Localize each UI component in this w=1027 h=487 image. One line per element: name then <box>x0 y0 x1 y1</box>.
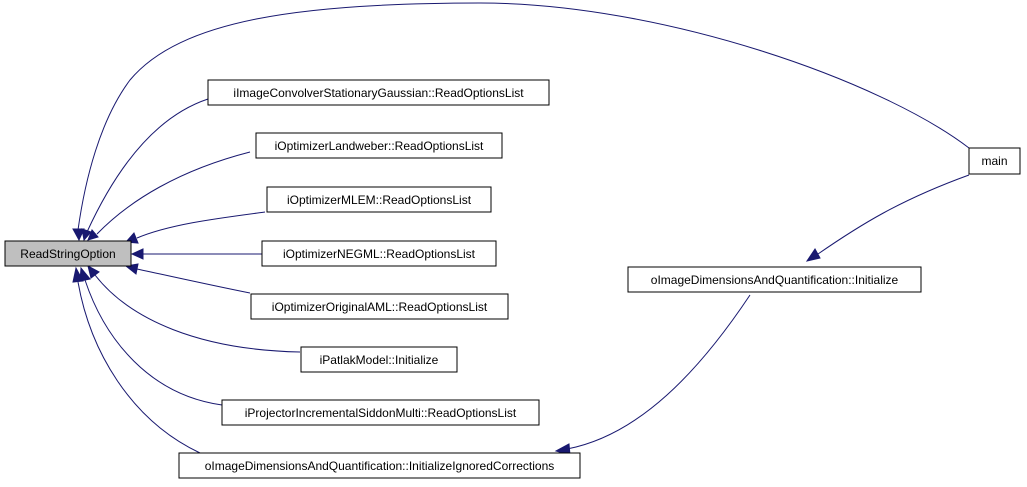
node-label: main <box>981 154 1007 168</box>
edge-n7-to-readstringoption <box>84 279 223 406</box>
edge-main-to-readstringoption <box>77 2 970 231</box>
node-label: iImageConvolverStationaryGaussian::ReadO… <box>233 86 524 100</box>
edge-n2-to-readstringoption <box>96 151 251 235</box>
edge-n8-to-readstringoption <box>77 281 201 454</box>
node-ioptimizerlandweber-readoptionslist[interactable]: iOptimizerLandweber::ReadOptionsList <box>255 132 503 159</box>
arrowhead <box>805 248 821 262</box>
arrowhead <box>81 228 92 242</box>
edge-n9-to-n8 <box>566 294 751 450</box>
node-label: iProjectorIncrementalSiddonMulti::ReadOp… <box>245 406 517 420</box>
arrowhead <box>87 265 100 279</box>
node-main[interactable]: main <box>968 147 1021 175</box>
node-label: oImageDimensionsAndQuantification::Initi… <box>205 459 555 473</box>
node-label: iOptimizerNEGML::ReadOptionsList <box>283 247 476 261</box>
graph-edges <box>72 2 970 456</box>
arrowhead <box>87 229 99 241</box>
node-label: iOptimizerOriginalAML::ReadOptionsList <box>272 300 488 314</box>
node-iprojectorincrementalsiddonmulti-readoptionslist[interactable]: iProjectorIncrementalSiddonMulti::ReadOp… <box>221 399 540 426</box>
node-oimagedimensionsandquantification-initialize[interactable]: oImageDimensionsAndQuantification::Initi… <box>627 266 922 293</box>
edge-n1-to-readstringoption <box>86 98 209 233</box>
graph-nodes: ReadStringOption iImageConvolverStationa… <box>4 79 1021 479</box>
node-label: iOptimizerMLEM::ReadOptionsList <box>287 193 472 207</box>
node-label: iOptimizerLandweber::ReadOptionsList <box>275 139 484 153</box>
node-label: ReadStringOption <box>20 247 115 261</box>
node-label: oImageDimensionsAndQuantification::Initi… <box>651 273 899 287</box>
node-oimagedimensionsandquantification-initializeignoredcorrections[interactable]: oImageDimensionsAndQuantification::Initi… <box>178 452 581 479</box>
node-label: iPatlakModel::Initialize <box>320 353 439 367</box>
arrowhead <box>130 248 144 260</box>
edge-n6-to-readstringoption <box>94 274 301 353</box>
edge-n5-to-readstringoption <box>136 268 251 294</box>
node-ioptimizernegml-readoptionslist[interactable]: iOptimizerNEGML::ReadOptionsList <box>261 240 497 267</box>
arrowhead <box>79 266 91 282</box>
node-ioptimizermlem-readoptionslist[interactable]: iOptimizerMLEM::ReadOptionsList <box>266 186 492 213</box>
arrowhead <box>72 266 84 283</box>
node-iimageconvolverstationarygaussian-readoptionslist[interactable]: iImageConvolverStationaryGaussian::ReadO… <box>207 79 550 106</box>
node-ipatlakmodel-initialize[interactable]: iPatlakModel::Initialize <box>300 346 458 373</box>
edge-main-to-n9 <box>817 174 970 255</box>
node-readstringoption[interactable]: ReadStringOption <box>4 240 132 267</box>
arrowhead <box>72 228 85 242</box>
node-ioptimizeroriginalaml-readoptionslist[interactable]: iOptimizerOriginalAML::ReadOptionsList <box>250 293 509 320</box>
edge-n3-to-readstringoption <box>136 211 266 239</box>
